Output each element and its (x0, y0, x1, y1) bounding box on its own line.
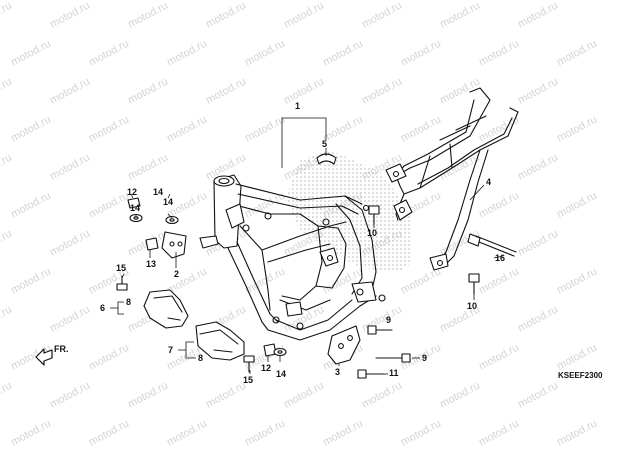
guard-left (143, 289, 189, 329)
callout-bolt-subframe-upper: 10 (367, 228, 378, 238)
hanger-bolt-lower (375, 353, 411, 363)
callout-bolt-subframe-lower: 10 (467, 301, 478, 311)
callout-bolt-long: 16 (495, 253, 506, 263)
engine-hanger-front (161, 231, 187, 259)
callout-nut-lower: 12 (261, 363, 272, 373)
callout-engine-hanger-front: 2 (174, 269, 180, 279)
engine-hanger-rear (327, 325, 361, 365)
screw-upper-part (116, 275, 128, 291)
callout-bolt-hanger-rear: 11 (389, 368, 399, 378)
callout-washer-mid: 14 (163, 197, 174, 207)
nut-upper-part (127, 197, 141, 209)
callout-collar: 5 (322, 139, 328, 149)
guard-right (195, 321, 245, 361)
callout-washer-lower: 14 (276, 369, 287, 379)
callout-small-bolt-ref: 14 (130, 203, 141, 213)
callout-clip-right: 8 (198, 353, 204, 363)
callout-guard-right: 7 (168, 345, 174, 355)
washer-lower-part (273, 347, 287, 357)
screw-lower-part (243, 355, 255, 373)
callout-engine-hanger-rear: 3 (335, 367, 341, 377)
nut-lower-part (263, 343, 277, 357)
callout-subframe: 4 (486, 177, 492, 187)
long-bolt (467, 233, 517, 257)
callout-clip-left: 8 (126, 297, 132, 307)
callout-nut-upper: 12 (127, 187, 138, 197)
callout-bolt-hanger-lower: 9 (422, 353, 428, 363)
collar-part (316, 153, 337, 165)
leader-lines (110, 117, 504, 375)
honda-logo-watermark (285, 150, 412, 272)
direction-label: FR. (54, 344, 69, 354)
small-bolt-part (145, 237, 159, 251)
callout-guard-left: 6 (100, 303, 106, 313)
diagram-code: KSEEF2300 (558, 371, 603, 380)
subframe (385, 87, 519, 271)
subframe-bolt-lower (468, 273, 480, 295)
main-frame (199, 174, 386, 341)
callout-main-frame: 1 (295, 101, 301, 111)
washer-mid-part (165, 215, 179, 225)
fr-arrow-icon (35, 348, 53, 366)
callout-small-bolt: 13 (146, 259, 157, 269)
subframe-bolt-upper (368, 205, 380, 225)
callout-bolt-hanger-upper: 9 (386, 315, 392, 325)
callout-screw-lower: 15 (243, 375, 254, 385)
hanger-bolt-rear (357, 369, 385, 379)
callout-screw-upper: 15 (116, 263, 127, 273)
callout-washer-upper: 14 (153, 187, 164, 197)
